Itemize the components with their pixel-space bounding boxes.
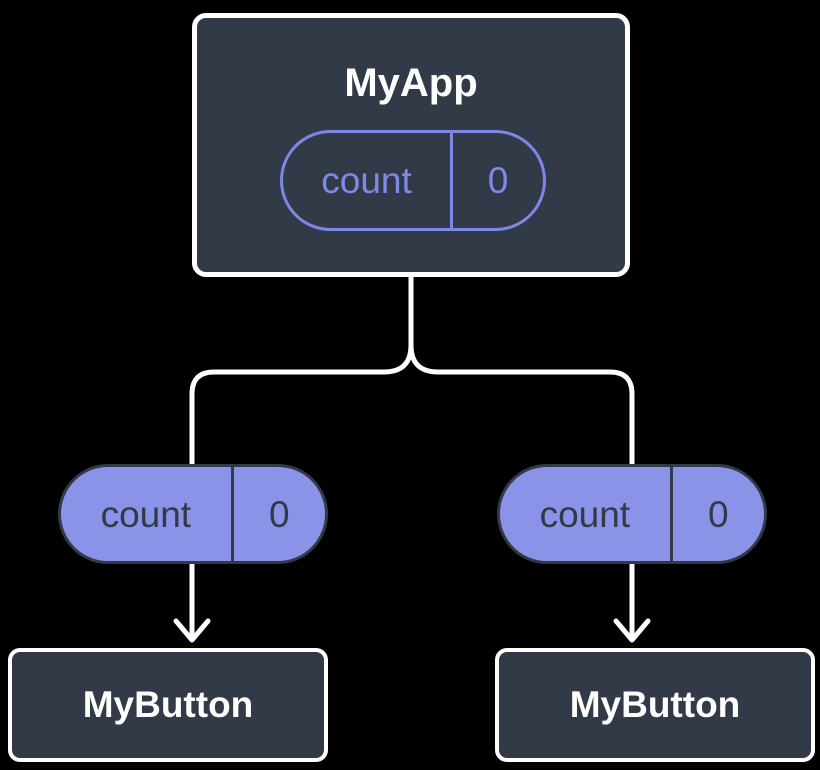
prop-pill-left-value: 0: [230, 467, 325, 561]
edge-root-to-left-child: [189, 271, 414, 641]
node-mybutton-left: MyButton: [8, 648, 328, 762]
state-pill: count 0: [280, 130, 546, 231]
edge-root-to-right-child: [408, 271, 635, 641]
prop-pill-left: count 0: [58, 464, 328, 564]
arrowhead-right-icon: [613, 618, 651, 643]
node-mybutton-left-title: MyButton: [82, 684, 254, 725]
prop-pill-left-label: count: [100, 493, 192, 535]
node-mybutton-right: MyButton: [495, 648, 815, 762]
node-myapp-title: MyApp: [344, 61, 478, 105]
node-mybutton-right-title: MyButton: [569, 684, 741, 725]
prop-pill-right-value: 0: [669, 467, 764, 561]
state-pill-label: count: [321, 160, 412, 201]
prop-pill-right-label: count: [539, 493, 631, 535]
prop-pill-right: count 0: [497, 464, 767, 564]
node-myapp: MyApp count 0: [192, 13, 630, 277]
state-pill-value: 0: [450, 133, 543, 228]
arrowhead-left-icon: [173, 618, 211, 643]
